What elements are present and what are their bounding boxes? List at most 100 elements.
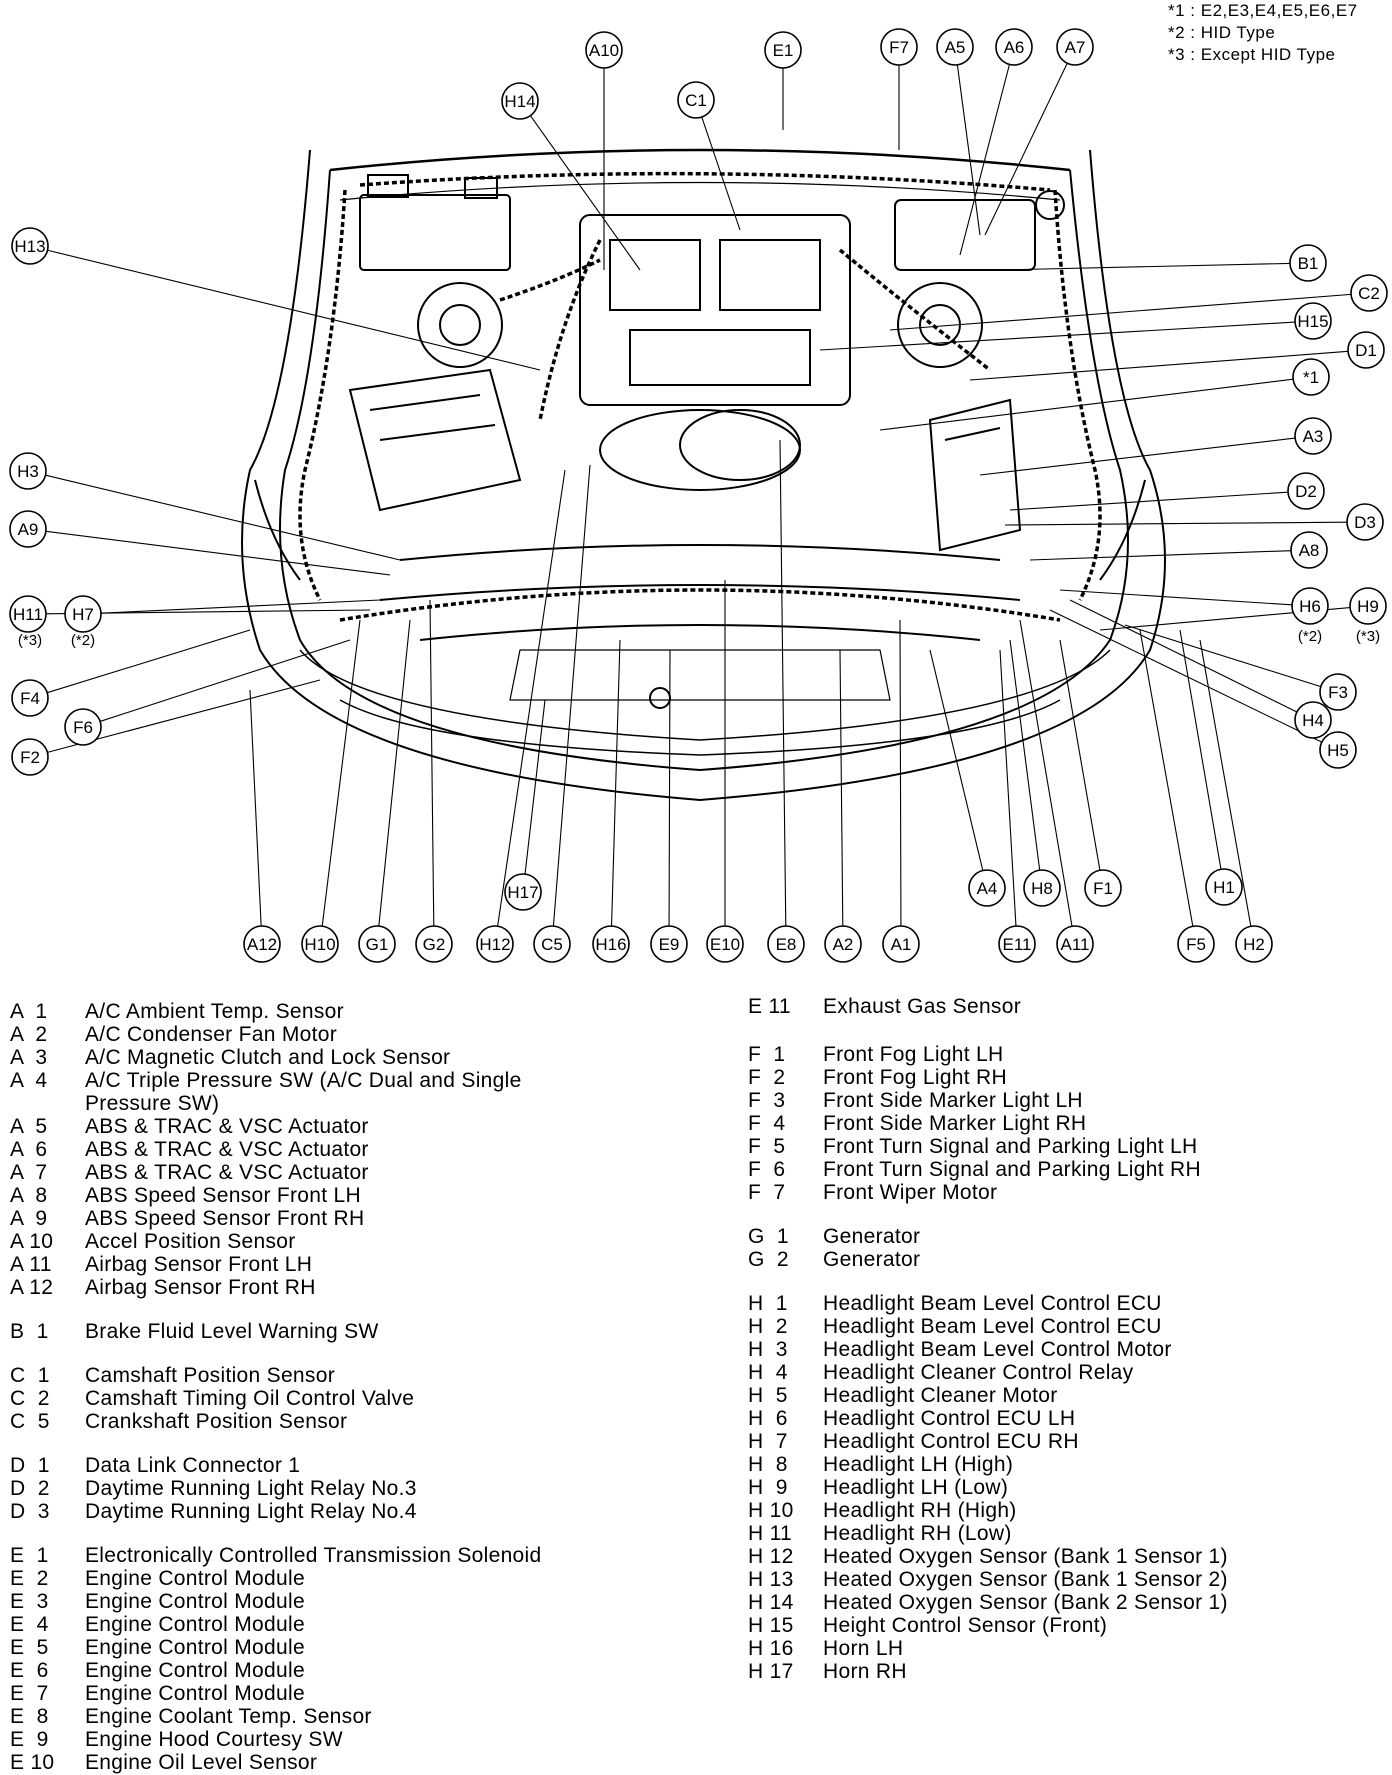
legend-code: H 4	[748, 1361, 788, 1384]
legend-description: Crankshaft Position Sensor	[85, 1410, 348, 1433]
legend-description: Headlight Beam Level Control ECU	[823, 1292, 1162, 1315]
leader-line-H6	[1059, 589, 1293, 606]
callout-*1: *1	[1292, 358, 1330, 396]
callout-H7: H7	[64, 595, 102, 633]
callout-label: C1	[685, 91, 707, 110]
callout-label: G2	[423, 935, 446, 954]
leader-line-H16	[610, 639, 621, 927]
legend-description: Front Fog Light RH	[823, 1066, 1007, 1089]
callout-label: E9	[659, 935, 680, 954]
leader-line-F5	[1139, 629, 1194, 927]
legend-description: Front Wiper Motor	[823, 1181, 998, 1204]
legend-code: A 3	[10, 1046, 48, 1069]
callout-label: A4	[977, 879, 998, 898]
legend-code: F 4	[748, 1112, 786, 1135]
legend-description: Generator	[823, 1248, 921, 1271]
legend-description: ABS & TRAC & VSC Actuator	[85, 1138, 369, 1161]
leader-line-H3	[45, 474, 401, 561]
leader-line-H1	[1179, 629, 1222, 870]
leader-line-A9	[45, 530, 391, 576]
legend-code: H 2	[748, 1315, 788, 1338]
leader-line-A2	[839, 649, 844, 927]
callout-label: F6	[73, 718, 93, 737]
callout-label: H13	[14, 237, 45, 256]
callout-label: C2	[1358, 284, 1380, 303]
legend-code: A 10	[10, 1230, 54, 1253]
legend-code: F 7	[748, 1181, 786, 1204]
callout-label: H16	[595, 935, 626, 954]
legend-description: Exhaust Gas Sensor	[823, 995, 1021, 1018]
legend-code: A 11	[10, 1253, 52, 1276]
callout-ref-note: (*2)	[1298, 628, 1322, 645]
legend-code: C 1	[10, 1364, 50, 1387]
callout-H11: H11	[9, 595, 47, 633]
callout-H14: H14	[501, 82, 539, 120]
footnote-3: *3 : Except HID Type	[1168, 45, 1336, 64]
legend-description: Brake Fluid Level Warning SW	[85, 1320, 379, 1343]
legend-code: E 4	[10, 1613, 49, 1636]
legend-code: C 5	[10, 1410, 50, 1433]
callout-label: B1	[1298, 254, 1319, 273]
legend-code: E 5	[10, 1636, 49, 1659]
legend-description: Headlight Control ECU LH	[823, 1407, 1076, 1430]
callout-label: *1	[1303, 368, 1319, 387]
callout-ref-note: (*2)	[71, 632, 95, 649]
callout-label: H3	[17, 462, 39, 481]
legend-code: E 6	[10, 1659, 49, 1682]
leader-line-C2	[889, 293, 1352, 331]
legend-code: H 14	[748, 1591, 794, 1614]
leader-line-H5	[1049, 609, 1323, 743]
leader-line-A7	[984, 62, 1068, 236]
legend-description: ABS & TRAC & VSC Actuator	[85, 1161, 369, 1184]
callout-E9: E9	[650, 925, 688, 963]
legend-code: A 4	[10, 1069, 48, 1092]
callout-label: A8	[1299, 541, 1320, 560]
legend-code: H 15	[748, 1614, 794, 1637]
callout-label: H17	[507, 883, 538, 902]
callout-label: A7	[1065, 38, 1086, 57]
callout-H12: H12	[476, 925, 514, 963]
callout-label: H4	[1302, 711, 1324, 730]
leader-line-G1	[378, 619, 411, 927]
leader-line-A11	[1019, 619, 1073, 927]
legend-code: E 3	[10, 1590, 49, 1613]
leader-line-A12	[249, 689, 262, 927]
leader-line-H17	[524, 699, 546, 875]
callout-F4: F4	[11, 679, 49, 717]
callout-A8: A8	[1290, 531, 1328, 569]
callout-label: H15	[1297, 312, 1328, 331]
callout-A6: A6	[995, 28, 1033, 66]
legend-description: Pressure SW)	[85, 1092, 220, 1115]
callout-F3: F3	[1319, 673, 1357, 711]
leader-line-F6	[99, 639, 351, 722]
legend-code: G 1	[748, 1225, 789, 1248]
callout-H4: H4	[1294, 701, 1332, 739]
legend-description: Daytime Running Light Relay No.4	[85, 1500, 417, 1523]
legend-description: Accel Position Sensor	[85, 1230, 296, 1253]
leader-line-H13	[47, 249, 541, 371]
callout-label: H9	[1357, 597, 1379, 616]
callout-label: A6	[1004, 38, 1025, 57]
callout-A3: A3	[1294, 417, 1332, 455]
legend-code: H 17	[748, 1660, 794, 1683]
legend-description: ABS & TRAC & VSC Actuator	[85, 1115, 369, 1138]
callout-label: H14	[504, 92, 535, 111]
legend-description: Camshaft Timing Oil Control Valve	[85, 1387, 415, 1410]
callout-F6: F6	[64, 708, 102, 746]
callout-D1: D1	[1347, 331, 1385, 369]
legend-description: Data Link Connector 1	[85, 1454, 301, 1477]
legend-code: H 7	[748, 1430, 788, 1453]
legend-code: B 1	[10, 1320, 49, 1343]
callout-H13: H13	[11, 227, 49, 265]
legend-code: H 1	[748, 1292, 788, 1315]
legend-description: Electronically Controlled Transmission S…	[85, 1544, 542, 1567]
legend-code: H 16	[748, 1637, 794, 1660]
leader-line-B1	[999, 262, 1291, 271]
legend-code: H 5	[748, 1384, 788, 1407]
legend-description: Headlight Cleaner Motor	[823, 1384, 1058, 1407]
legend-description: Engine Control Module	[85, 1590, 305, 1613]
leader-lines	[45, 62, 1352, 927]
footnote-2: *2 : HID Type	[1168, 23, 1276, 42]
callout-label: E8	[776, 935, 797, 954]
leader-line-D1	[969, 350, 1349, 381]
